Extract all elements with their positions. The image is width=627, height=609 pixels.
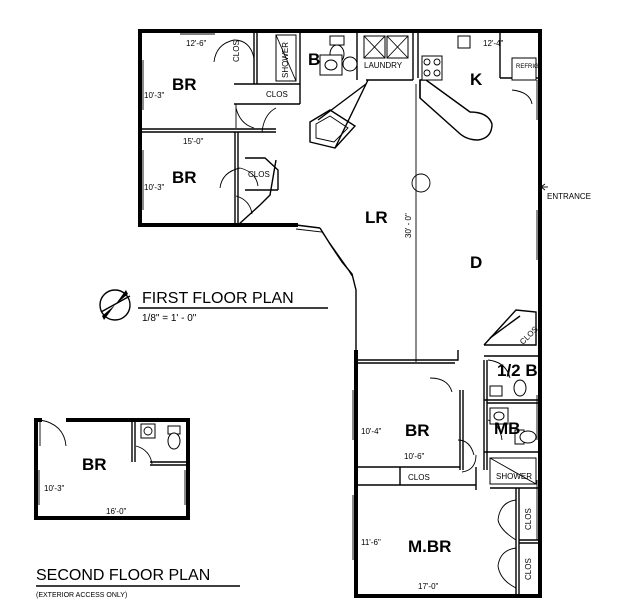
room-label-dining: D bbox=[470, 253, 482, 272]
dim-living-length: 30' - 0" bbox=[404, 213, 413, 238]
shower-label-b: SHOWER bbox=[281, 42, 290, 78]
entrance-label: ENTRANCE bbox=[547, 192, 591, 201]
closet-label-mbr-2: CLOS bbox=[524, 558, 533, 580]
closet-label-mbr-1: CLOS bbox=[524, 508, 533, 530]
second-floor-note: (EXTERIOR ACCESS ONLY) bbox=[36, 592, 127, 599]
dim-br1-height: 10'-3" bbox=[144, 91, 165, 100]
dim-mbr-height: 11'-6" bbox=[361, 538, 381, 547]
dim-br2-height: 10'-3" bbox=[144, 183, 165, 192]
north-arrow-symbol bbox=[99, 289, 131, 321]
room-label-br2: BR bbox=[172, 168, 197, 187]
interior-walls bbox=[140, 31, 540, 596]
room-label-bath: B bbox=[308, 50, 320, 69]
room-label-br-second: BR bbox=[82, 455, 107, 474]
first-floor-exterior-walls bbox=[138, 29, 542, 598]
plan-labels: BR BR B LAUNDRY K LR D 1/2 B BR MB M.BR … bbox=[36, 39, 591, 599]
dim-br1-width: 12'-6" bbox=[186, 39, 207, 48]
refrig-label: REFRIG bbox=[516, 64, 539, 70]
room-label-laundry: LAUNDRY bbox=[364, 61, 403, 70]
room-label-half-bath: 1/2 B bbox=[497, 361, 538, 380]
second-floor-title: SECOND FLOOR PLAN bbox=[36, 567, 210, 584]
dim-br2-width: 15'-0" bbox=[183, 137, 204, 146]
closet-label-br3: CLOS bbox=[408, 473, 430, 482]
fixtures bbox=[140, 34, 537, 485]
dim-second-width: 16'-0" bbox=[106, 507, 127, 516]
shower-label-mb: SHOWER bbox=[496, 472, 532, 481]
dim-second-height: 10'-3" bbox=[44, 484, 65, 493]
second-floor-walls bbox=[34, 418, 190, 520]
room-label-master-bath: MB bbox=[494, 419, 520, 438]
door-swings bbox=[213, 39, 548, 589]
room-label-br3: BR bbox=[405, 421, 430, 440]
room-label-living: LR bbox=[365, 208, 388, 227]
dim-mbr-width: 17'-0" bbox=[418, 582, 439, 591]
closet-label-br2: CLOS bbox=[248, 170, 270, 179]
dim-kitchen-width: 12'-4" bbox=[483, 39, 504, 48]
scale-note: 1/8" = 1' - 0" bbox=[142, 313, 197, 324]
room-label-master-br: M.BR bbox=[408, 537, 451, 556]
closet-label-br1-bottom: CLOS bbox=[266, 90, 288, 99]
first-floor-title: FIRST FLOOR PLAN bbox=[142, 290, 294, 307]
room-label-kitchen: K bbox=[470, 70, 483, 89]
dim-br3-width: 10'-6" bbox=[404, 452, 425, 461]
room-label-br1: BR bbox=[172, 75, 197, 94]
closet-label-br1-side: CLOS bbox=[232, 40, 241, 62]
dim-br3-height: 10'-4" bbox=[361, 427, 382, 436]
